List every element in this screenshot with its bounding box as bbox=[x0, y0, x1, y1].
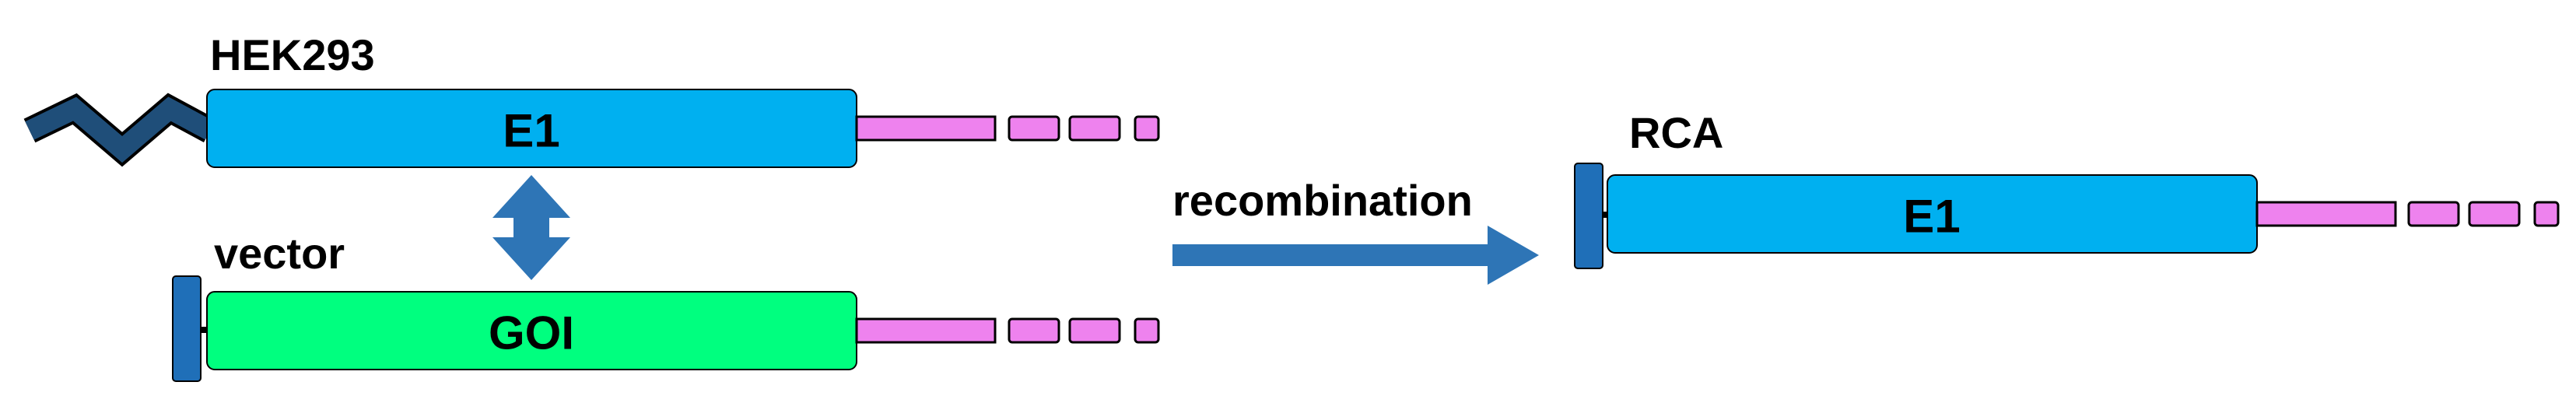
interaction-double-arrow-icon bbox=[492, 175, 570, 280]
rca-label: RCA bbox=[1629, 108, 1723, 157]
recombination-label: recombination bbox=[1172, 176, 1473, 225]
chromosome-zigzag-icon bbox=[23, 93, 217, 167]
recombination-right-arrow-icon bbox=[1172, 226, 1539, 285]
goi-gene-label: GOI bbox=[489, 307, 574, 359]
e1-gene-label: E1 bbox=[503, 105, 559, 157]
rca-tail-segments bbox=[2255, 201, 2560, 227]
rca-anchor-bar-icon bbox=[1574, 163, 1603, 269]
vector-label: vector bbox=[214, 229, 345, 278]
vector-anchor-bar-icon bbox=[172, 275, 202, 382]
rca-e1-gene-label: E1 bbox=[1903, 191, 1960, 243]
top-tail-segments bbox=[855, 115, 1160, 142]
bottom-tail-segments bbox=[855, 317, 1160, 344]
hek293-label: HEK293 bbox=[210, 30, 375, 79]
